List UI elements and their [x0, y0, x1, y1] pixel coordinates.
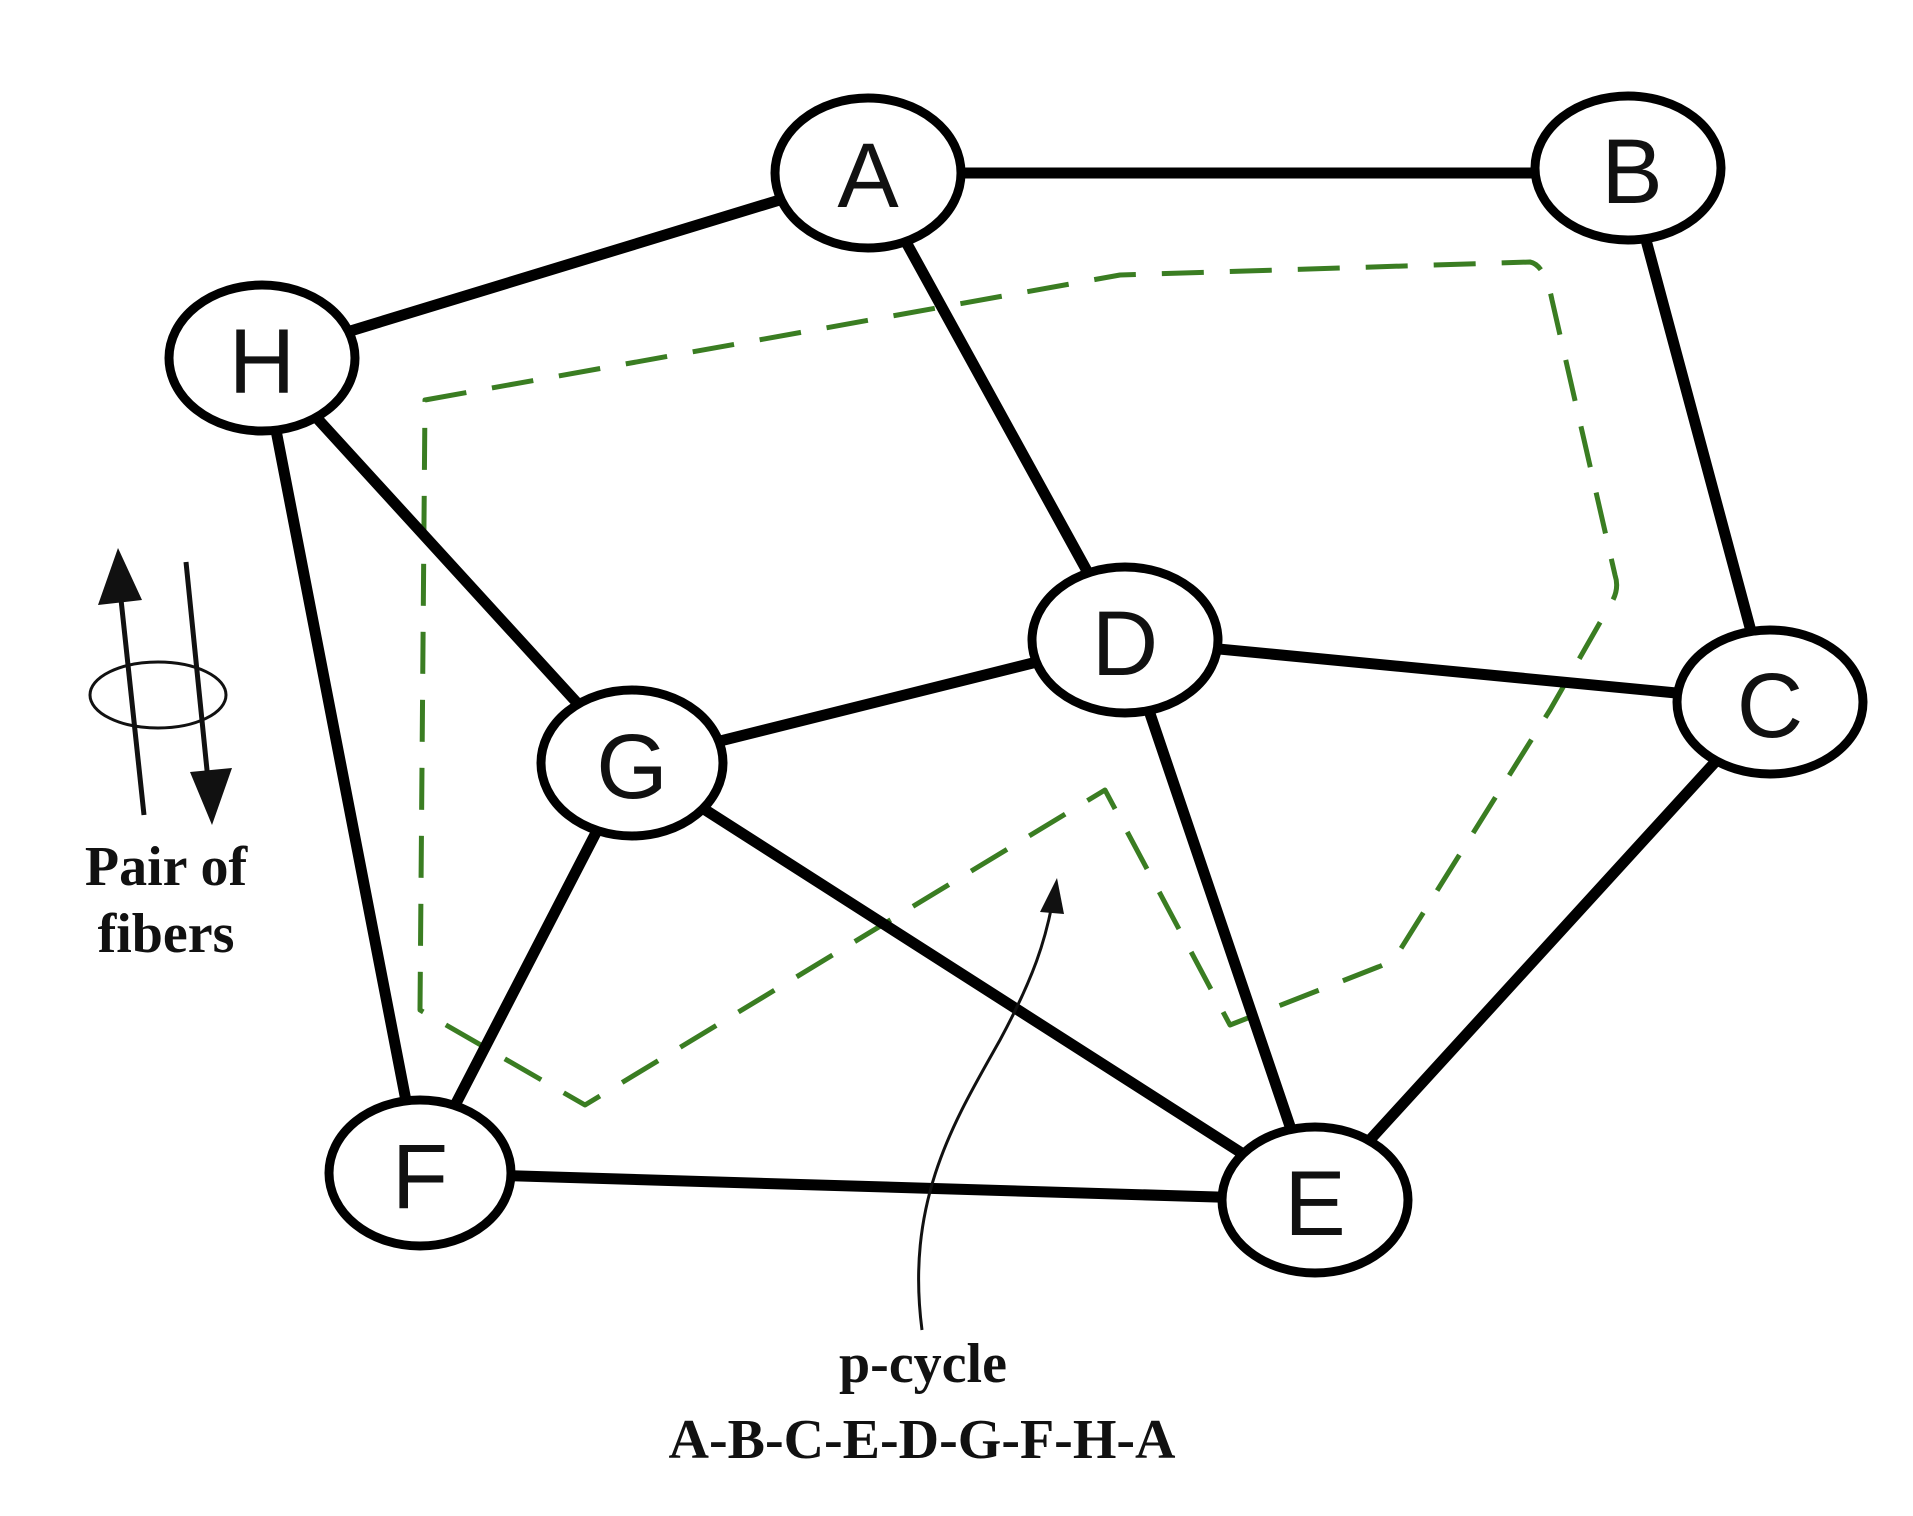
fiber-down-line — [183, 561, 211, 781]
fiber-up-line — [117, 589, 147, 816]
fiber-pair-legend: Pair of fibers — [85, 548, 249, 965]
node-label-G: G — [596, 716, 668, 818]
edge-H-F — [256, 352, 426, 1179]
fiber-down-arrow-icon — [190, 768, 232, 825]
node-label-B: B — [1601, 121, 1662, 223]
fiber-bundle-ring-icon — [88, 660, 228, 730]
edge-A-D — [862, 167, 1131, 646]
node-A: A — [770, 93, 966, 253]
node-B: B — [1530, 91, 1726, 245]
edge-C-D — [1119, 634, 1776, 708]
node-label-F: F — [392, 1126, 448, 1228]
node-C: C — [1672, 625, 1868, 779]
edge-G-E — [626, 757, 1321, 1206]
edge-H-G — [256, 352, 638, 769]
p-cycle-path — [417, 259, 1620, 1108]
p-cycle-pointer-arrow-icon — [1040, 878, 1064, 914]
edges — [256, 167, 1776, 1206]
node-label-A: A — [837, 125, 899, 227]
node-label-E: E — [1284, 1153, 1345, 1255]
edge-B-C — [1622, 167, 1776, 708]
node-H: H — [164, 280, 360, 436]
fiber-up-arrow-icon — [98, 548, 142, 605]
fiber-legend-line1: Pair of — [85, 836, 249, 898]
p-cycle-pointer — [917, 878, 1064, 1331]
fiber-legend-line2: fibers — [98, 903, 235, 965]
edge-C-E — [1309, 696, 1776, 1206]
node-G: G — [536, 685, 728, 841]
edge-A-H — [256, 167, 874, 364]
edge-F-E — [414, 1167, 1321, 1206]
edge-D-E — [1119, 634, 1321, 1206]
node-label-H: H — [229, 311, 295, 413]
node-label-D: D — [1092, 593, 1158, 695]
p-cycle-title: p-cycle — [839, 1333, 1007, 1395]
node-E: E — [1217, 1122, 1413, 1278]
p-cycle-route: A-B-C-E-D-G-F-H-A — [669, 1409, 1177, 1471]
node-F: F — [324, 1095, 516, 1251]
node-D: D — [1027, 562, 1223, 718]
nodes: A B C D E F G H — [164, 91, 1868, 1278]
p-cycle-pointer-line — [917, 904, 1054, 1331]
node-label-C: C — [1737, 655, 1803, 757]
